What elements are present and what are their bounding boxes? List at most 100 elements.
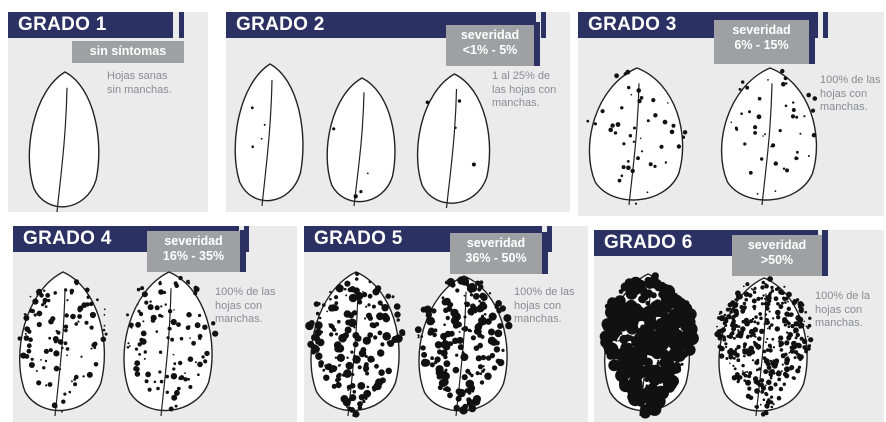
- leaf-spot: [155, 305, 160, 310]
- leaf-spot: [794, 356, 797, 359]
- leaf-spot: [71, 380, 73, 382]
- leaf-spot: [629, 379, 643, 393]
- leaf-spot: [349, 407, 355, 413]
- leaf-spot: [375, 322, 380, 327]
- leaf-spot: [318, 360, 324, 366]
- leaf-spot: [769, 366, 771, 368]
- leaf-spot: [421, 307, 427, 313]
- leaf-spot: [32, 299, 38, 305]
- leaf-spot: [469, 407, 472, 410]
- leaf-spot: [612, 298, 615, 301]
- leaf-spot: [734, 367, 737, 370]
- leaf-spot: [378, 331, 383, 336]
- leaf-spot: [620, 106, 623, 109]
- leaf-spot: [137, 304, 139, 306]
- leaf-spot: [748, 110, 751, 113]
- leaf-spot: [684, 317, 695, 328]
- leaf-spot: [334, 301, 338, 305]
- panel-grade-2: GRADO 2 severidad <1% - 5% 1 al 25% de l…: [226, 12, 570, 212]
- leaf-spot: [426, 317, 435, 326]
- leaf-spot: [73, 382, 77, 386]
- leaf-spot: [477, 287, 481, 291]
- leaf-spot: [166, 391, 169, 394]
- leaf-spot: [505, 322, 512, 329]
- leaf-spot: [201, 355, 204, 358]
- leaf-spot: [717, 329, 722, 334]
- leaf-spot: [737, 332, 741, 336]
- leaf-spot: [758, 367, 761, 370]
- leaf-spot: [773, 403, 775, 405]
- leaf-spot: [367, 332, 373, 338]
- leaf-spot: [90, 326, 94, 330]
- leaf-spot: [776, 371, 782, 377]
- leaf-spot: [332, 127, 335, 130]
- leaf-spot: [39, 293, 44, 298]
- leaf-spot: [348, 319, 357, 328]
- leaf-spot: [165, 303, 167, 305]
- leaf-spot: [387, 341, 390, 344]
- leaf-spot: [345, 294, 347, 296]
- leaf-spot: [767, 328, 769, 330]
- severity-badge: severidad <1% - 5%: [446, 25, 534, 66]
- description-line: manchas.: [815, 317, 870, 331]
- leaf-spot: [778, 335, 783, 340]
- leaf-spot: [732, 377, 735, 380]
- leaf-spot: [638, 99, 642, 103]
- leaf-spot: [808, 337, 813, 342]
- leaf-spot: [465, 302, 471, 308]
- leaf-spot: [431, 308, 436, 313]
- leaf-spot: [800, 337, 804, 341]
- leaf-spot: [790, 313, 794, 317]
- leaf-spot: [601, 336, 604, 339]
- leaf-spot: [137, 288, 141, 292]
- description: Hojas sanas sin manchas.: [107, 70, 172, 97]
- leaf-spot: [753, 331, 755, 333]
- leaf-spot: [721, 327, 726, 332]
- leaf-spot: [481, 315, 484, 318]
- leaf-spot: [798, 366, 801, 369]
- leaf-spot: [586, 120, 589, 123]
- leaf-spot: [744, 298, 748, 302]
- leaf-spot: [462, 351, 465, 354]
- leaf-spot: [631, 318, 634, 321]
- leaf-spot: [783, 286, 785, 288]
- leaf-spot: [766, 373, 768, 375]
- leaf-spot: [753, 320, 756, 323]
- leaf-spot: [770, 286, 773, 289]
- leaf-spot: [459, 331, 461, 333]
- leaf-spot: [478, 309, 482, 313]
- leaf-spot: [672, 124, 676, 128]
- leaf-spot: [316, 312, 320, 316]
- leaf-spot: [168, 327, 172, 331]
- leaf-spot: [40, 359, 42, 361]
- leaf-spot: [374, 364, 379, 369]
- leaf-spot: [766, 338, 768, 340]
- leaf-spot: [211, 321, 215, 325]
- leaf-spot: [178, 276, 182, 280]
- leaf-spot: [314, 301, 320, 307]
- leaf-spot: [203, 359, 207, 363]
- leaf-spot: [337, 320, 341, 324]
- leaf-spot: [738, 330, 740, 332]
- leaf-spot: [251, 145, 254, 148]
- leaf-spot: [776, 315, 780, 319]
- leaf-spot: [488, 329, 495, 336]
- leaf-spot: [808, 155, 810, 157]
- leaf-spot: [365, 355, 368, 358]
- leaf-spot: [665, 382, 676, 393]
- leaf-spot: [752, 299, 757, 304]
- leaf-spot: [443, 323, 446, 326]
- leaf-spot: [496, 359, 501, 364]
- leaf-spot: [77, 321, 79, 323]
- leaf-spot: [178, 361, 182, 365]
- leaf-spot: [31, 358, 34, 361]
- leaf-spot: [104, 314, 106, 316]
- leaf-spot: [682, 136, 685, 139]
- leaf-spot: [36, 370, 38, 372]
- leaf-spot: [741, 80, 744, 83]
- leaf-spot: [432, 333, 437, 338]
- leaf-spot: [101, 337, 107, 343]
- leaf-spot: [780, 69, 784, 73]
- leaf-spot: [24, 326, 30, 332]
- leaf-spot: [458, 344, 464, 350]
